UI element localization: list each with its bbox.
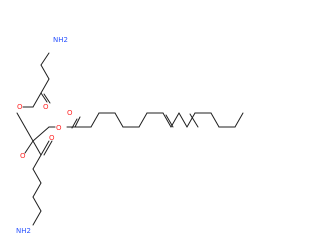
bond [43,93,51,104]
bond [24,126,34,142]
bond [32,168,42,184]
bond [186,112,196,128]
bond [32,154,42,170]
bond [40,52,50,66]
bond [40,140,50,156]
oxygen-atom-top-ester: O [17,103,23,111]
bond [24,140,34,154]
bond [43,140,53,156]
bond [32,140,42,156]
bond [210,112,220,128]
bond [138,112,148,128]
bond [32,196,42,212]
chemical-structure-diagram: NH2 O O O O O O NH2 [16,36,244,235]
bond [114,112,124,128]
bond [90,112,100,128]
bond [234,112,244,128]
oxygen-atom-middle-carbonyl: O [49,134,55,142]
oxygen-atom-right-ester: O [56,124,62,132]
atom-labels: NH2 O O O O O O NH2 [16,36,73,235]
oxygen-atom-right-carbonyl: O [67,109,73,117]
bond [32,92,42,108]
bond [189,113,199,128]
bond [32,182,42,198]
bond [32,210,42,226]
bond [71,118,78,129]
bond [32,126,50,142]
bond [178,112,188,128]
nitrogen-atom-bottom: NH2 [16,227,31,235]
oxygen-atom-middle-ester: O [20,152,26,160]
bond [162,112,172,128]
bond [40,78,50,94]
bond [170,112,180,128]
bond [40,92,48,103]
bond-lines [16,52,244,226]
nitrogen-atom-top: NH2 [53,36,68,44]
bond [16,112,26,128]
bond [74,116,81,128]
oxygen-atom-top-carbonyl: O [43,103,49,111]
bond [40,64,50,80]
